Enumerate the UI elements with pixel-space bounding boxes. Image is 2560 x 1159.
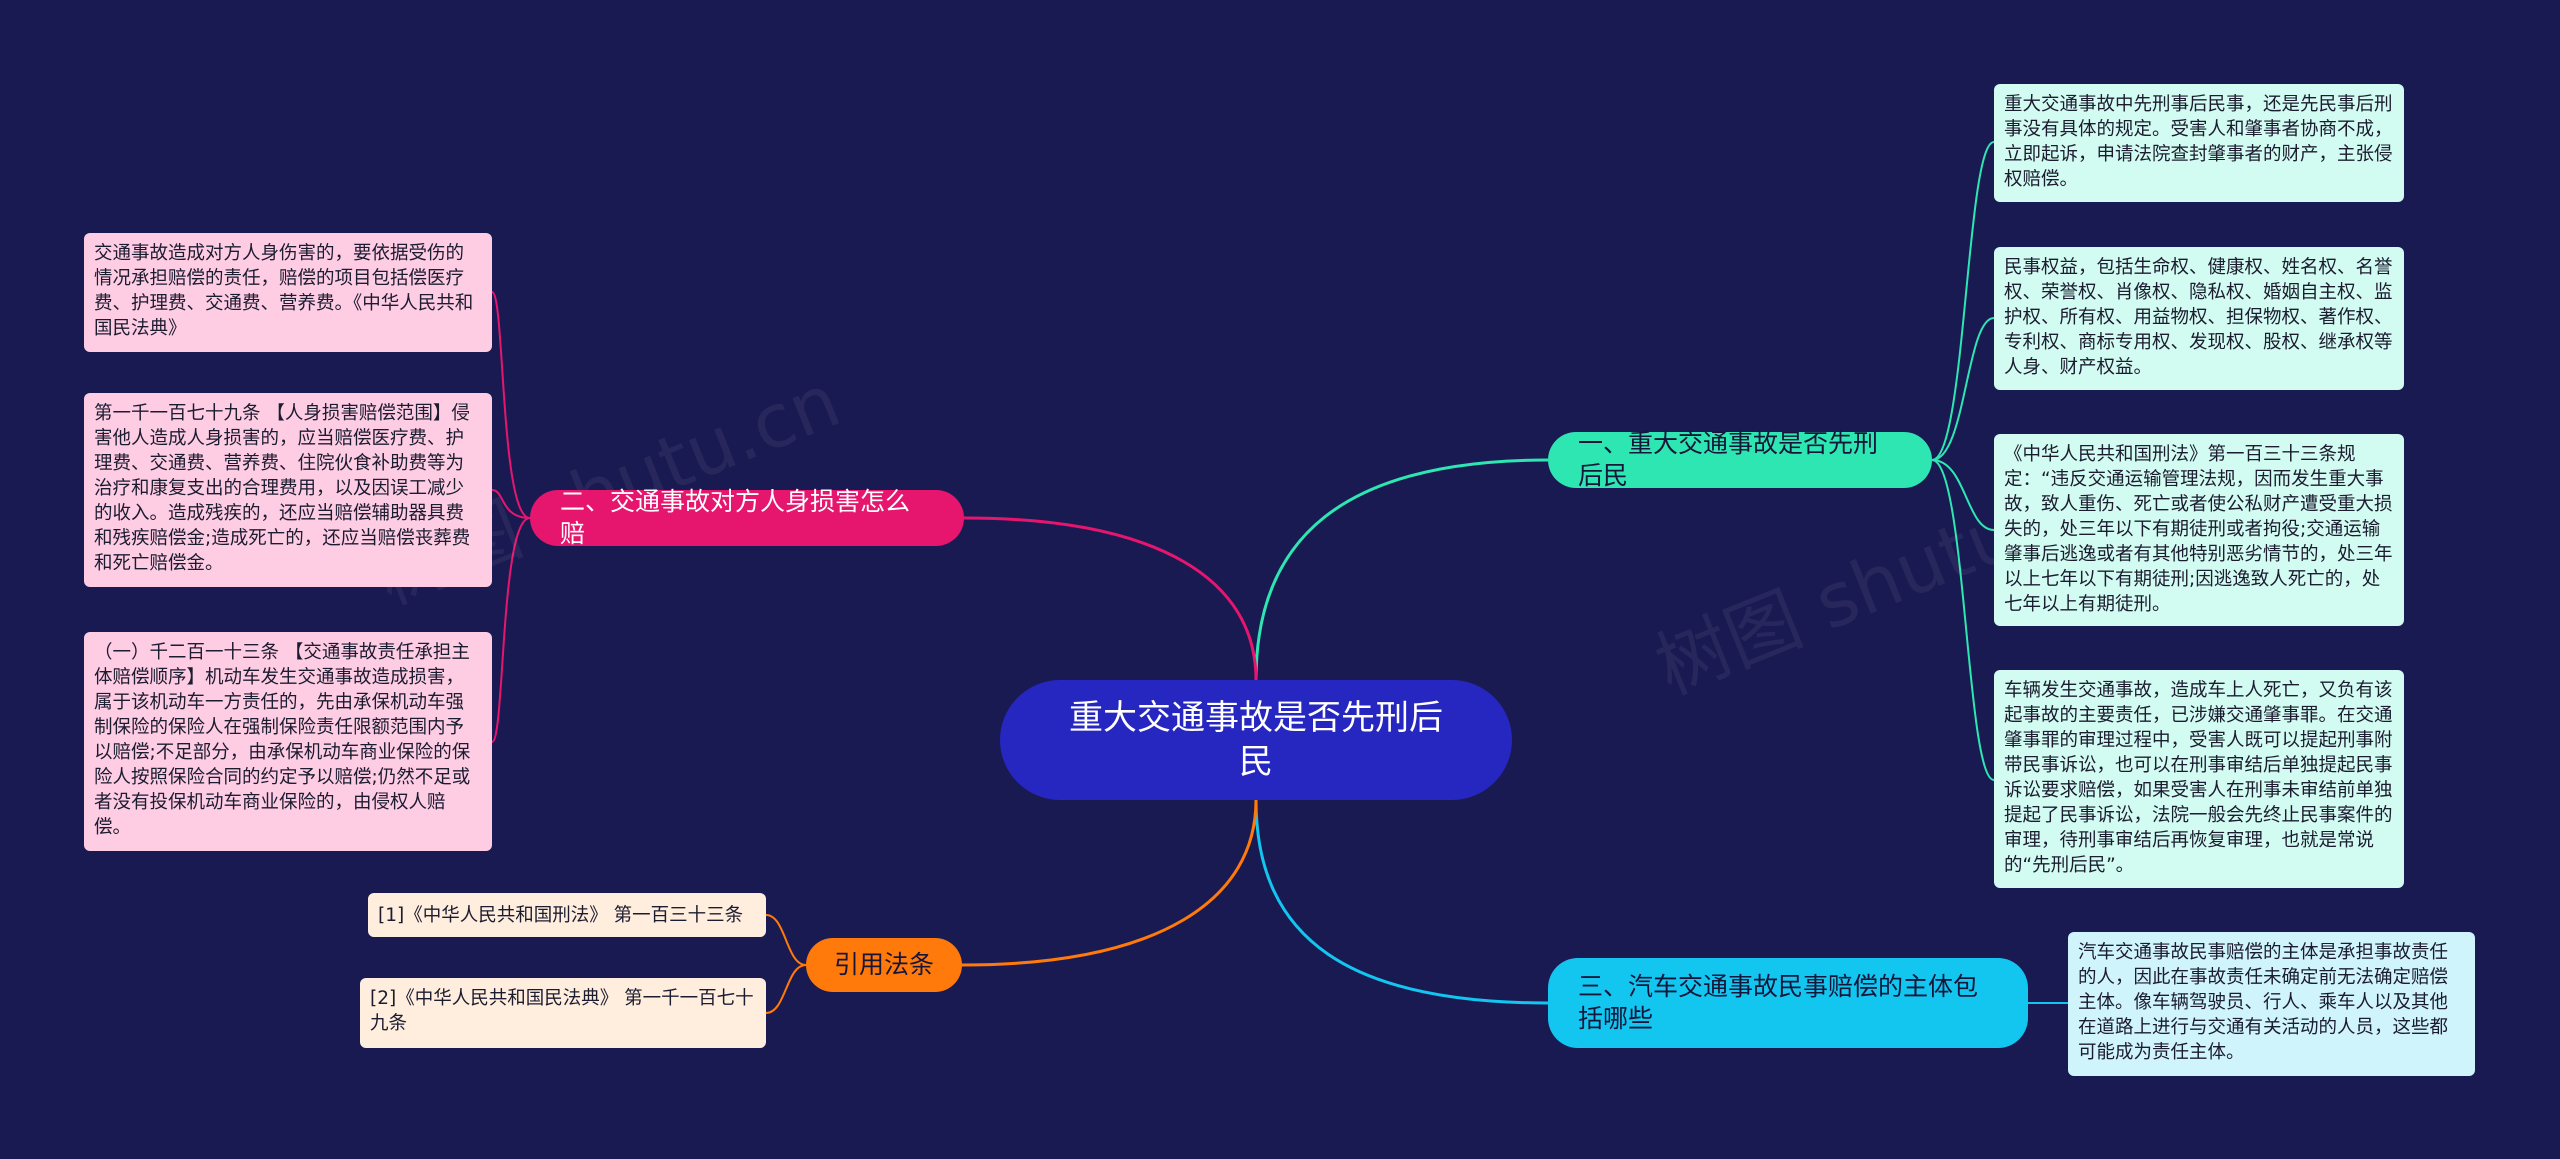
link-branch-2-leaf-2: [491, 489, 531, 519]
branch-topic-1[interactable]: 一、重大交通事故是否先刑后民: [1548, 429, 1932, 490]
leaf-note-b2-1[interactable]: 交通事故造成对方人身伤害的，要依据受伤的情况承担赔偿的责任，赔偿的项目包括偿医疗…: [84, 233, 492, 352]
leaf-note-b1-3[interactable]: 《中华人民共和国刑法》第一百三十三条规定：“违反交通运输管理法规，因而发生重大事…: [1994, 434, 2404, 626]
leaf-note-b4-1[interactable]: [1]《中华人民共和国刑法》 第一百三十三条: [368, 893, 766, 937]
branch-topic-label: 引用法条: [833, 950, 934, 979]
link-center-branch-2: [963, 516, 1258, 681]
link-branch-1-leaf-2: [1931, 317, 1995, 461]
leaf-note-b4-2[interactable]: [2]《中华人民共和国民法典》 第一千一百七十九条: [360, 978, 766, 1048]
central-topic-label: 重大交通事故是否先刑后民: [1069, 698, 1443, 782]
link-branch-2-leaf-3: [491, 517, 531, 743]
branch-topic-2[interactable]: 二、交通事故对方人身损害怎么赔: [530, 487, 964, 548]
branch-topic-4[interactable]: 引用法条: [806, 938, 962, 992]
leaf-note-b2-2[interactable]: 第一千一百七十九条 【人身损害赔偿范围】侵害他人造成人身损害的，应当赔偿医疗费、…: [84, 393, 492, 587]
leaf-note-b1-1[interactable]: 重大交通事故中先刑事后民事，还是先民事后刑事没有具体的规定。受害人和肇事者协商不…: [1994, 84, 2404, 202]
leaf-note-b2-3[interactable]: （一）千二百一十三条 【交通事故责任承担主体赔偿顺序】机动车发生交通事故造成损害…: [84, 632, 492, 851]
branch-topic-3[interactable]: 三、汽车交通事故民事赔偿的主体包括哪些: [1548, 958, 2028, 1048]
link-branch-4-leaf-2: [765, 964, 807, 1014]
link-center-branch-4: [961, 799, 1258, 967]
citation-label: [1]《中华人民共和国刑法》 第一百三十三条: [378, 904, 744, 926]
central-topic[interactable]: 重大交通事故是否先刑后民: [1000, 680, 1512, 800]
leaf-note-b1-2[interactable]: 民事权益，包括生命权、健康权、姓名权、名誉权、荣誉权、肖像权、隐私权、婚姻自主权…: [1994, 247, 2404, 390]
link-center-branch-1: [1254, 458, 1549, 681]
link-branch-2-leaf-1: [491, 291, 531, 519]
link-branch-1-leaf-4: [1931, 459, 1995, 781]
branch-topic-label: 三、汽车交通事故民事赔偿的主体包括哪些: [1578, 972, 1979, 1033]
leaf-note-b1-4[interactable]: 车辆发生交通事故，造成车上人死亡，又负有该起事故的主要责任，已涉嫌交通肇事罪。在…: [1994, 670, 2404, 888]
link-branch-4-leaf-1: [765, 914, 807, 966]
branch-topic-label: 二、交通事故对方人身损害怎么赔: [560, 487, 911, 548]
branch-topic-label: 一、重大交通事故是否先刑后民: [1578, 429, 1879, 490]
link-branch-1-leaf-3: [1931, 459, 1995, 531]
link-branch-1-leaf-1: [1931, 141, 1995, 461]
link-center-branch-3: [1254, 799, 1549, 1005]
leaf-note-b3-1[interactable]: 汽车交通事故民事赔偿的主体是承担事故责任的人，因此在事故责任未确定前无法确定赔偿…: [2068, 932, 2475, 1076]
